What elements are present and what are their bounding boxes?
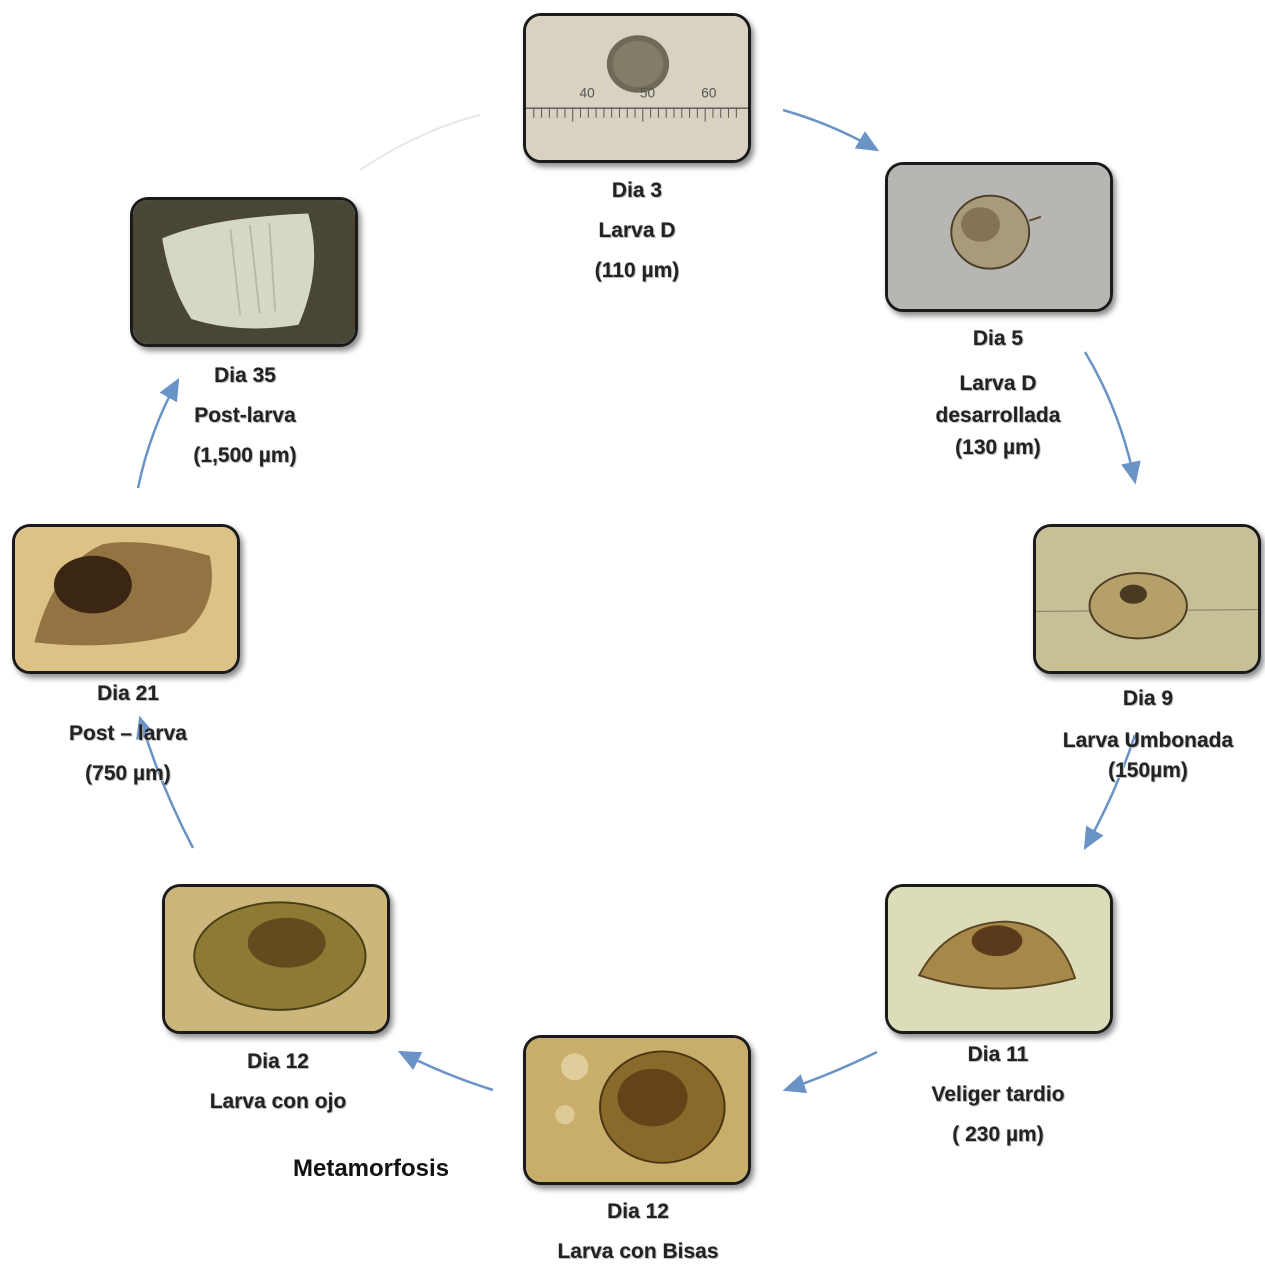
day11-name: Veliger tardio xyxy=(931,1084,1064,1105)
day5-size: (130 µm) xyxy=(936,437,1061,458)
day35-name: Post-larva xyxy=(193,405,296,426)
label-day3: Dia 3 Larva D (110 µm) xyxy=(595,180,679,281)
day9-name: Larva Umbonada xyxy=(1063,730,1233,751)
arrow-5-to-9 xyxy=(1085,352,1135,482)
photo-post-larva-day35 xyxy=(130,197,358,347)
faint-arc xyxy=(360,115,480,170)
day21-day: Dia 21 xyxy=(69,683,187,704)
label-day35: Dia 35 Post-larva (1,500 µm) xyxy=(193,365,296,466)
photo-post-larva-day21 xyxy=(12,524,240,674)
day12b-day: Dia 12 xyxy=(557,1201,718,1222)
day11-day: Dia 11 xyxy=(931,1044,1064,1065)
photo-larva-con-bisas-day12 xyxy=(523,1035,751,1185)
day9-day: Dia 9 xyxy=(1063,688,1233,709)
day3-size: (110 µm) xyxy=(595,260,679,281)
day12b-name: Larva con Bisas xyxy=(557,1241,718,1262)
day11-size: ( 230 µm) xyxy=(931,1124,1064,1145)
photo-larva-con-ojo-day12 xyxy=(162,884,390,1034)
ruler-tick-40: 40 xyxy=(580,86,595,101)
label-day11: Dia 11 Veliger tardio ( 230 µm) xyxy=(931,1044,1064,1145)
day3-day: Dia 3 xyxy=(595,180,679,201)
photo-veliger-tardio-day11 xyxy=(885,884,1113,1034)
day5-name: Larva D xyxy=(936,373,1061,394)
day5-day: Dia 5 xyxy=(936,328,1061,349)
day3-name: Larva D xyxy=(595,220,679,241)
photo-larva-umbonada-day9 xyxy=(1033,524,1261,674)
day21-name: Post – larva xyxy=(69,723,187,744)
label-day21: Dia 21 Post – larva (750 µm) xyxy=(69,683,187,784)
arrow-11-to-12b xyxy=(785,1052,877,1090)
arrow-12b-to-12o xyxy=(400,1052,493,1090)
ruler-tick-50: 50 xyxy=(640,86,655,101)
day9-size: (150µm) xyxy=(1063,760,1233,781)
arrow-21-to-35 xyxy=(138,380,178,488)
day5-name2: desarrollada xyxy=(936,405,1061,426)
arrow-3-to-5 xyxy=(783,110,877,150)
label-day12-bisas: Dia 12 Larva con Bisas xyxy=(557,1201,718,1262)
metamorphosis-label: Metamorfosis xyxy=(293,1155,449,1183)
photo-larva-d-day3: 40 50 60 xyxy=(523,13,751,163)
day12o-name: Larva con ojo xyxy=(210,1091,347,1112)
label-day9: Dia 9 Larva Umbonada (150µm) xyxy=(1063,688,1233,781)
day21-size: (750 µm) xyxy=(69,763,187,784)
label-day12-ojo: Dia 12 Larva con ojo xyxy=(210,1051,347,1112)
photo-larva-d-developed-day5 xyxy=(885,162,1113,312)
day12o-day: Dia 12 xyxy=(210,1051,347,1072)
ruler-tick-60: 60 xyxy=(701,86,716,101)
day35-size: (1,500 µm) xyxy=(193,445,296,466)
day35-day: Dia 35 xyxy=(193,365,296,386)
label-day5: Dia 5 Larva D desarrollada (130 µm) xyxy=(936,328,1061,458)
